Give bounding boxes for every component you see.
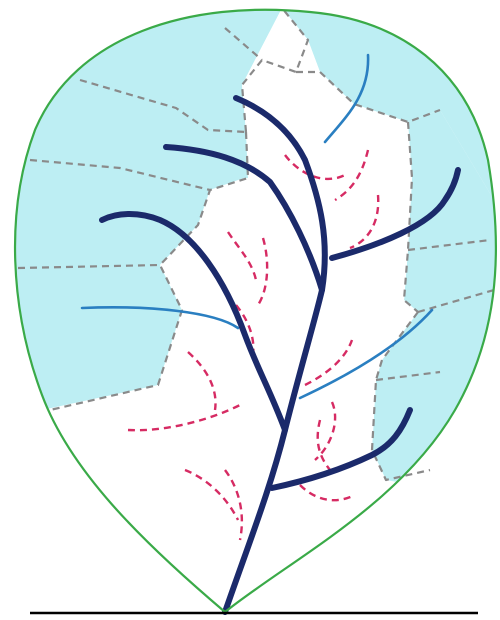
branching-tree-diagram bbox=[0, 0, 500, 620]
